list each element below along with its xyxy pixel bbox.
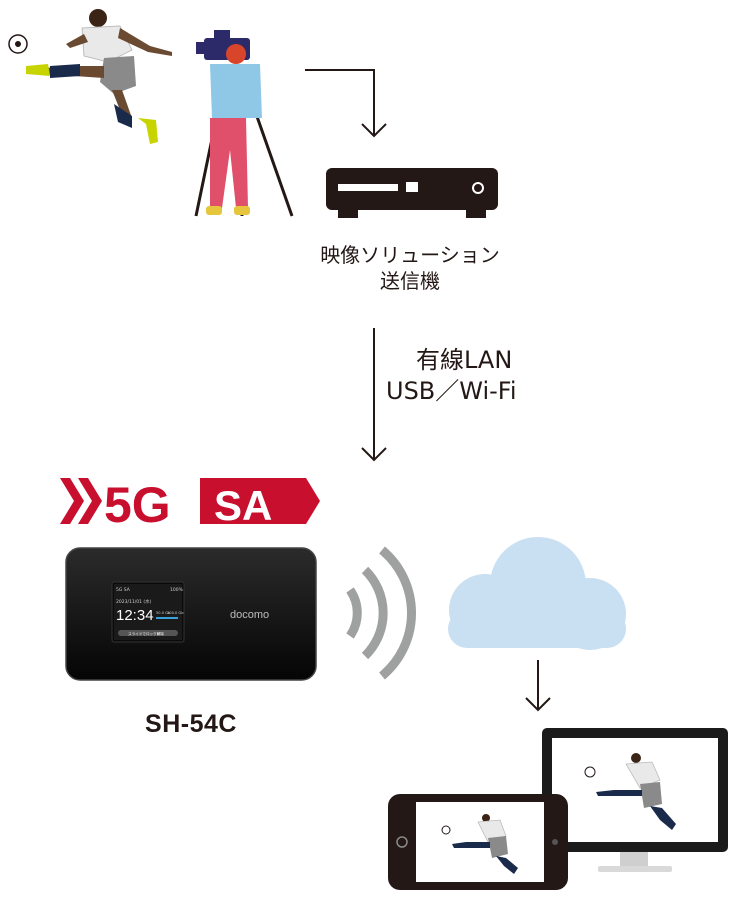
screen-speed-2: 100.0 Gb [167, 611, 184, 615]
5g-sa-badge: 5G SA [60, 477, 320, 533]
connection-label: 有線LAN USB／Wi-Fi [386, 345, 576, 407]
connection-label-line1: 有線LAN [416, 346, 513, 374]
encoder-device-icon [326, 168, 498, 218]
screen-time: 12:34 [116, 607, 154, 624]
connection-label-line2: USB／Wi-Fi [386, 377, 517, 406]
chevron-icon [60, 478, 84, 524]
screen-network: 5G SA [116, 587, 131, 593]
badge-sa-text: SA [214, 482, 272, 529]
arrow-to-router [361, 328, 387, 462]
camera-operator-illustration [194, 30, 294, 217]
screen-date: 2023/11/01 (水) [116, 598, 152, 605]
arrow-to-encoder [305, 69, 387, 138]
encoder-label-line1: 映像ソリューション [320, 243, 500, 267]
smartphone-display-icon [388, 794, 568, 890]
screen-unlock-hint: スライドでロック解除 [128, 631, 164, 636]
screen-battery: 100% [170, 587, 184, 593]
unlock-slider [118, 630, 178, 636]
mobile-router-device: 5G SA 100% 2023/11/01 (水) 12:34 50.0 Gb … [65, 547, 317, 681]
soccer-player-illustration [8, 9, 172, 144]
cloud-icon [448, 537, 626, 650]
encoder-label-line2: 送信機 [380, 269, 440, 293]
monitor-display-icon [542, 728, 728, 872]
screen-speed-1: 50.0 Gb [156, 611, 171, 615]
arrow-to-screens [525, 660, 551, 712]
router-model-label: SH-54C [145, 710, 237, 738]
badge-5g-text: 5G [104, 477, 171, 533]
encoder-label: 映像ソリューション 送信機 [300, 242, 520, 294]
docomo-logo: docomo [230, 609, 269, 621]
wireless-signal-icon [346, 546, 417, 680]
